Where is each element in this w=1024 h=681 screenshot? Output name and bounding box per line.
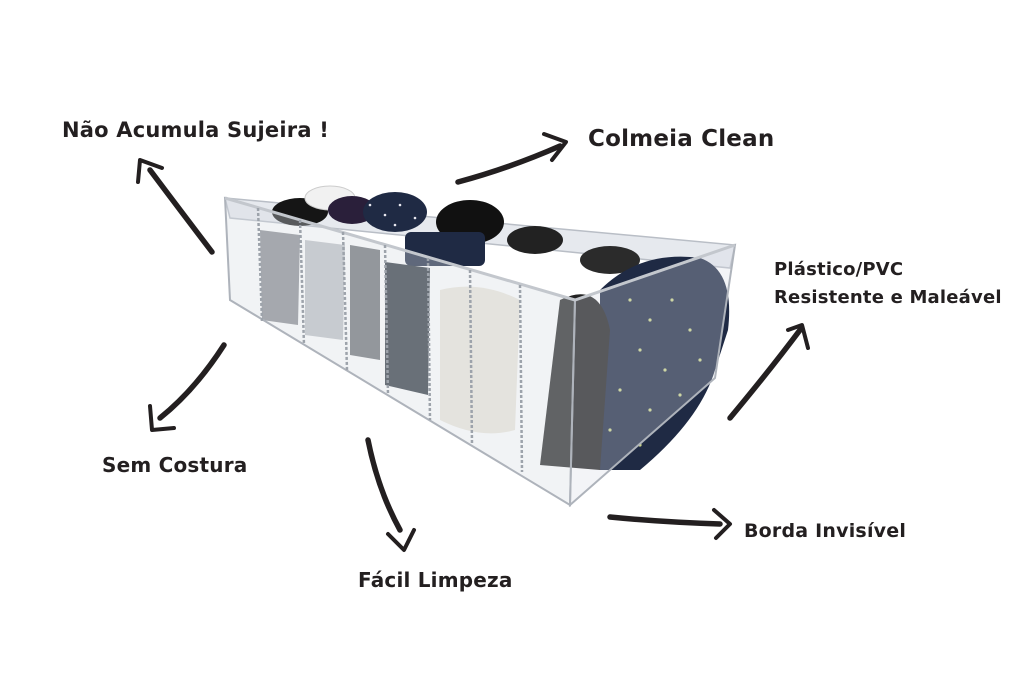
arrow-costura <box>148 342 227 432</box>
label-plastico-line2: Resistente e Maleável <box>774 287 1002 308</box>
label-plastico-pvc: Plástico/PVC Resistente e Maleável <box>774 256 1002 312</box>
label-sem-costura: Sem Costura <box>102 453 248 477</box>
arrow-limpeza <box>365 437 416 552</box>
label-colmeia-clean: Colmeia Clean <box>588 126 775 152</box>
label-facil-limpeza: Fácil Limpeza <box>358 568 513 592</box>
arrow-plastico <box>727 323 810 421</box>
arrow-sujeira <box>136 158 215 255</box>
arrow-colmeia <box>455 132 568 185</box>
socks <box>260 185 730 470</box>
arrow-borda <box>607 508 732 540</box>
label-plastico-line1: Plástico/PVC <box>774 259 904 280</box>
organizer-box <box>223 185 737 508</box>
label-borda-invisivel: Borda Invisível <box>744 520 907 542</box>
label-nao-acumula-sujeira: Não Acumula Sujeira ! <box>62 118 329 142</box>
